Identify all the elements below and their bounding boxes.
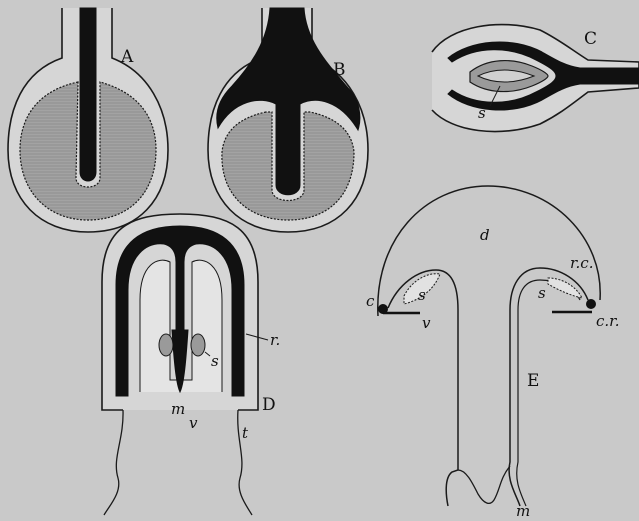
panel-e-label-c: c <box>366 292 375 310</box>
panel-e-sense-organ-right <box>548 278 582 298</box>
panel-e-label-d: d <box>480 226 490 244</box>
panel-a-dark-canal <box>80 8 96 181</box>
panel-e: d c s v r.c. s c.r. E m <box>366 186 619 520</box>
panel-e-label-m: m <box>516 502 530 520</box>
panel-e-right-stalk <box>509 268 588 506</box>
panel-e-bottom-fold <box>458 466 510 503</box>
panel-c: C s <box>432 25 639 132</box>
panel-d-label-r: r. <box>270 331 280 349</box>
panel-c-letter: C <box>584 29 597 49</box>
panel-e-label-v: v <box>422 314 431 332</box>
panel-d-label-t: t <box>242 424 249 442</box>
panel-e-letter: E <box>527 371 539 391</box>
panel-b-letter: B <box>333 60 346 80</box>
panel-e-canal-dot-right <box>586 299 596 309</box>
panel-d-label-v: v <box>189 414 198 432</box>
panel-e-left-stalk <box>388 270 458 506</box>
panel-d-letter: D <box>262 395 276 415</box>
panel-e-label-rc: r.c. <box>570 254 593 272</box>
panel-b: B <box>208 8 368 232</box>
panel-d: r. s D m v t <box>102 214 280 515</box>
panel-d-tissue-right <box>191 334 205 356</box>
panel-e-label-s-right: s <box>538 284 546 302</box>
panel-a-letter: A <box>120 47 134 67</box>
panel-d-label-s: s <box>211 352 219 370</box>
panel-d-tentacle-left <box>104 410 123 515</box>
panel-a: A <box>8 8 168 232</box>
panel-d-label-m: m <box>171 400 185 418</box>
panel-d-tissue-left <box>159 334 173 356</box>
panel-e-label-cr: c.r. <box>596 312 619 330</box>
panel-c-label-s: s <box>478 104 486 122</box>
panel-e-label-s-left: s <box>418 286 426 304</box>
panel-e-right-tube <box>517 310 526 506</box>
